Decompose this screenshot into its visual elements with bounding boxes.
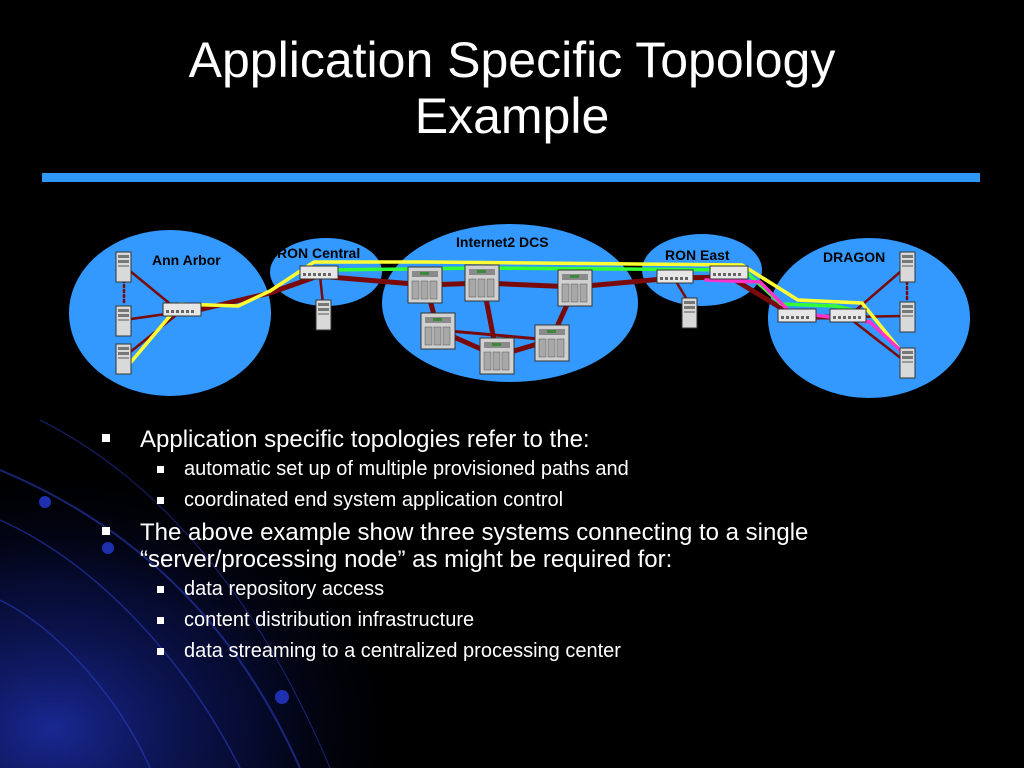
server-icon bbox=[899, 301, 916, 333]
switch-icon bbox=[656, 269, 694, 284]
server-icon bbox=[420, 312, 456, 350]
switch-icon bbox=[299, 265, 339, 280]
region-label-ron-east: RON East bbox=[665, 247, 730, 263]
sub-bullet-item: automatic set up of multiple provisioned… bbox=[100, 457, 980, 482]
sub-bullet-text: data repository access bbox=[184, 578, 385, 600]
region-label-dragon: DRAGON bbox=[823, 249, 885, 265]
backbone-link bbox=[187, 273, 851, 320]
server-icon bbox=[115, 305, 132, 337]
server-icon bbox=[899, 251, 916, 283]
server-icon bbox=[479, 337, 515, 375]
access-link bbox=[318, 274, 325, 306]
server-icon bbox=[464, 264, 500, 302]
switch-icon bbox=[162, 302, 202, 317]
path-green bbox=[328, 266, 864, 314]
title-line-2: Example bbox=[414, 88, 610, 144]
square-bullet-icon bbox=[157, 586, 164, 593]
square-bullet-icon bbox=[102, 527, 110, 535]
server-icon bbox=[534, 324, 570, 362]
bullet-list: Application specific topologies refer to… bbox=[100, 426, 980, 670]
server-icon bbox=[407, 266, 443, 304]
server-icon bbox=[315, 299, 332, 331]
sub-bullet-text: content distribution infrastructure bbox=[184, 609, 475, 631]
backbone-link bbox=[436, 328, 553, 342]
square-bullet-icon bbox=[102, 434, 110, 442]
switch-icon bbox=[829, 308, 867, 323]
switch-icon bbox=[709, 265, 749, 280]
sub-bullet-item: coordinated end system application contr… bbox=[100, 488, 980, 513]
sub-bullet-item: content distribution infrastructure bbox=[100, 608, 980, 633]
bullet-text: The above example show three systems con… bbox=[140, 519, 809, 573]
path-yellow bbox=[129, 260, 907, 364]
region-dragon bbox=[768, 238, 970, 398]
square-bullet-icon bbox=[157, 497, 164, 504]
sub-bullet-item: data streaming to a centralized processi… bbox=[100, 639, 980, 664]
region-label-ann-arbor: Ann Arbor bbox=[152, 252, 221, 268]
sub-bullet-text: coordinated end system application contr… bbox=[184, 489, 564, 511]
server-icon bbox=[681, 297, 698, 329]
region-label-ron-central: RON Central bbox=[277, 245, 360, 261]
access-link-dotted bbox=[122, 278, 909, 306]
server-icon bbox=[899, 347, 916, 379]
region-label-internet2-dcs: Internet2 DCS bbox=[456, 234, 549, 250]
bullet-item: The above example show three systems con… bbox=[100, 519, 980, 573]
sub-bullet-text: data streaming to a centralized processi… bbox=[184, 640, 621, 662]
server-icon bbox=[557, 269, 593, 307]
server-icon bbox=[115, 343, 132, 375]
title-divider bbox=[42, 173, 980, 182]
bullet-text: Application specific topologies refer to… bbox=[140, 426, 590, 453]
switch-icon bbox=[777, 308, 817, 323]
sub-bullet-text: automatic set up of multiple provisioned… bbox=[184, 458, 629, 480]
bullet-item: Application specific topologies refer to… bbox=[100, 426, 980, 453]
slide-title: Application Specific Topology Example bbox=[40, 32, 984, 144]
server-icon bbox=[115, 251, 132, 283]
square-bullet-icon bbox=[157, 648, 164, 655]
title-line-1: Application Specific Topology bbox=[188, 32, 836, 88]
sub-bullet-item: data repository access bbox=[100, 577, 980, 602]
square-bullet-icon bbox=[157, 617, 164, 624]
square-bullet-icon bbox=[157, 466, 164, 473]
